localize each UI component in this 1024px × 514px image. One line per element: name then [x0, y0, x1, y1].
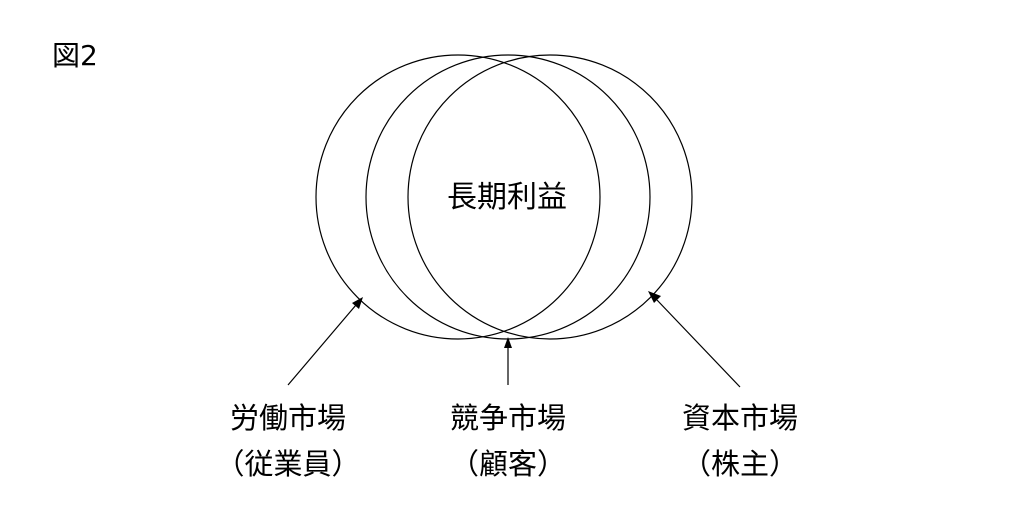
market-capital: 資本市場 （株主） [630, 398, 850, 484]
market-competition-name: 競争市場 [449, 401, 566, 435]
market-labor: 労働市場 （従業員） [178, 398, 398, 484]
market-labor-sub: （従業員） [215, 447, 361, 481]
center-label: 長期利益 [447, 180, 567, 215]
arrow-labor [287, 297, 363, 386]
figure-label: 図2 [52, 39, 98, 72]
market-competition: 競争市場 （顧客） [398, 398, 618, 484]
circle-capital [407, 54, 693, 340]
circle-labor [315, 54, 601, 340]
arrow-capital [648, 291, 741, 388]
market-competition-sub: （顧客） [449, 447, 566, 481]
market-labor-name: 労働市場 [229, 401, 346, 435]
arrow-competition [504, 337, 512, 385]
market-capital-sub: （株主） [681, 447, 798, 481]
market-capital-name: 資本市場 [681, 401, 798, 435]
